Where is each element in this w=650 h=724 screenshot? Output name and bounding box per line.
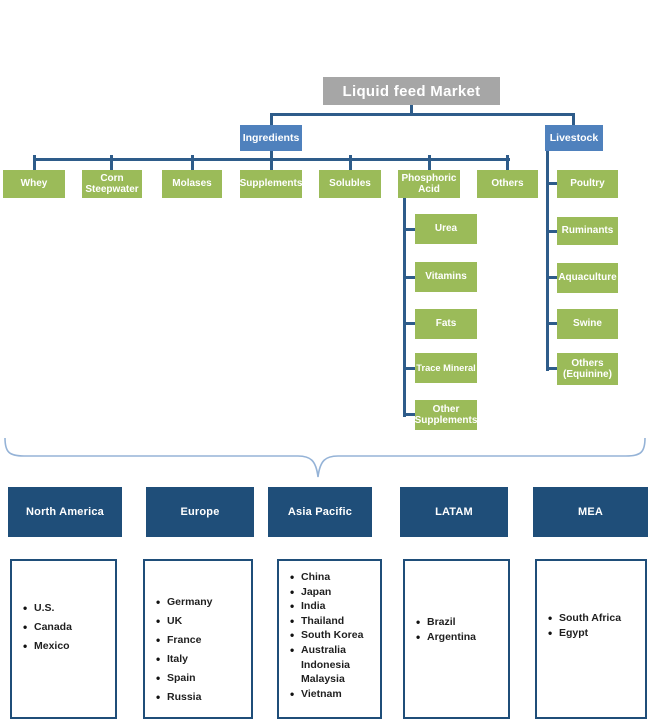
country-item: Italy bbox=[145, 650, 251, 669]
connector-drop-whey bbox=[33, 155, 36, 170]
connector-root-stub bbox=[410, 104, 413, 116]
node-fats: Fats bbox=[415, 309, 477, 339]
connector-drop-livestock bbox=[572, 113, 575, 125]
node-vitamins: Vitamins bbox=[415, 262, 477, 292]
country-item: India bbox=[279, 599, 380, 614]
connector-drop-others bbox=[506, 155, 509, 170]
node-solubles: Solubles bbox=[319, 170, 381, 198]
country-item: South Korea bbox=[279, 628, 380, 643]
connector-drop-molases bbox=[191, 155, 194, 170]
country-item: Canada bbox=[12, 618, 115, 637]
node-ruminants: Ruminants bbox=[557, 217, 618, 245]
node-corn-steepwater: Corn Steepwater bbox=[82, 170, 142, 198]
region-list-asia-pacific: China Japan India Thailand South Korea A… bbox=[277, 559, 382, 719]
region-header-north-america: North America bbox=[8, 487, 122, 537]
node-aquaculture: Aquaculture bbox=[557, 263, 618, 293]
country-item: France bbox=[145, 631, 251, 650]
connector-tick-others-equinine bbox=[546, 367, 558, 370]
root-node: Liquid feed Market bbox=[323, 77, 500, 105]
connector-drop-solubles bbox=[349, 155, 352, 170]
region-header-mea: MEA bbox=[533, 487, 648, 537]
region-header-latam: LATAM bbox=[400, 487, 508, 537]
country-item: Japan bbox=[279, 585, 380, 600]
region-list-mea: South Africa Egypt bbox=[535, 559, 647, 719]
region-list-latam: Brazil Argentina bbox=[403, 559, 510, 719]
node-urea: Urea bbox=[415, 214, 477, 244]
connector-tick-urea bbox=[403, 228, 416, 231]
node-others-equinine: Others (Equinine) bbox=[557, 353, 618, 385]
connector-tick-vitamins bbox=[403, 276, 416, 279]
region-list-europe: Germany UK France Italy Spain Russia bbox=[143, 559, 253, 719]
country-item: Russia bbox=[145, 688, 251, 707]
curly-brace bbox=[4, 437, 646, 478]
country-item: China bbox=[279, 570, 380, 585]
node-whey: Whey bbox=[3, 170, 65, 198]
connector-livestock-vertical bbox=[546, 151, 549, 371]
connector-tick-swine bbox=[546, 322, 558, 325]
connector-tick-poultry bbox=[546, 182, 558, 185]
connector-drop-ingredients bbox=[270, 113, 273, 125]
connector-tick-aquaculture bbox=[546, 276, 558, 279]
connector-tick-trace-mineral bbox=[403, 367, 416, 370]
connector-drop-phosphoric-acid bbox=[428, 155, 431, 170]
country-item: UK bbox=[145, 612, 251, 631]
region-header-asia-pacific: Asia Pacific bbox=[268, 487, 372, 537]
country-item: Brazil bbox=[405, 615, 508, 630]
country-item: Germany bbox=[145, 593, 251, 612]
country-item: Spain bbox=[145, 669, 251, 688]
connector-drop-corn-steepwater bbox=[110, 155, 113, 170]
country-item: Egypt bbox=[537, 626, 645, 641]
node-molases: Molases bbox=[162, 170, 222, 198]
country-item: Australia bbox=[279, 643, 380, 658]
connector-drop-supplements bbox=[270, 155, 273, 170]
connector-phosphoric-vertical bbox=[403, 198, 406, 417]
node-poultry: Poultry bbox=[557, 170, 618, 198]
branch-ingredients: Ingredients bbox=[240, 125, 302, 151]
country-item: U.S. bbox=[12, 599, 115, 618]
country-item: Mexico bbox=[12, 637, 115, 656]
node-trace-mineral: Trace Mineral bbox=[415, 353, 477, 383]
connector-tick-ruminants bbox=[546, 230, 558, 233]
node-swine: Swine bbox=[557, 309, 618, 339]
node-phosphoric-acid: Phosphoric Acid bbox=[398, 170, 460, 198]
connector-top-horizontal bbox=[270, 113, 575, 116]
node-other-supplements: Other Supplements bbox=[415, 400, 477, 430]
node-others: Others bbox=[477, 170, 538, 198]
country-item: Malaysia bbox=[301, 673, 345, 686]
connector-tick-other-supplements bbox=[403, 413, 416, 416]
connector-tick-fats bbox=[403, 322, 416, 325]
region-header-europe: Europe bbox=[146, 487, 254, 537]
country-item: Vietnam bbox=[279, 687, 380, 702]
country-item: Thailand bbox=[279, 614, 380, 629]
country-item: Indonesia bbox=[301, 658, 351, 671]
region-list-north-america: U.S. Canada Mexico bbox=[10, 559, 117, 719]
country-item: South Africa bbox=[537, 611, 645, 626]
country-item: Argentina bbox=[405, 630, 508, 645]
branch-livestock: Livestock bbox=[545, 125, 603, 151]
node-supplements: Supplements bbox=[240, 170, 302, 198]
